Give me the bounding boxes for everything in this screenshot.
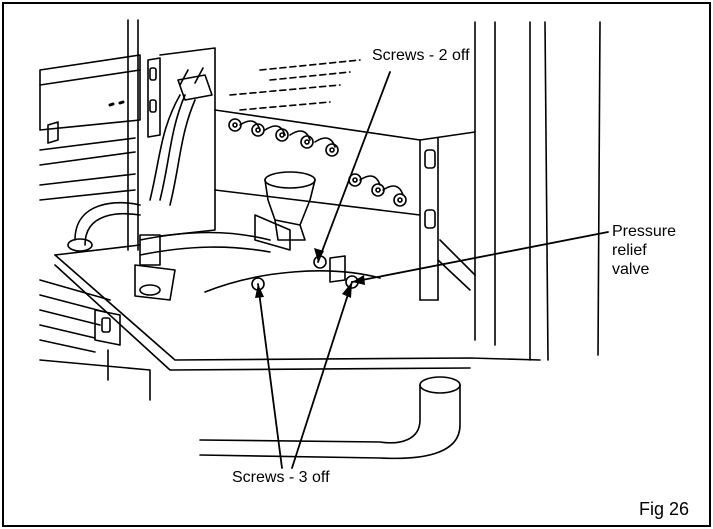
base-plate [54,244,541,371]
label-line: valve [612,261,650,278]
leader-lines [257,71,609,469]
cabinet-outline [39,54,361,201]
label-line: Pressure [612,223,677,240]
condensate-trap [199,376,461,460]
label-line: relief [612,242,647,259]
burner-nozzle-row [228,118,407,207]
vertical-bracket [127,19,216,251]
label-pressure-relief-valve: Pressure relief valve [612,222,676,279]
gas-valve [254,171,316,251]
boiler-casing [214,21,601,361]
heat-exchanger [39,279,151,401]
left-pipework [67,67,271,301]
label-screws-3-off: Screws - 3 off [232,469,330,486]
arrowheads [255,248,365,298]
figure-number: Fig 26 [639,499,690,519]
label-screws-2-off: Screws - 2 off [372,47,470,64]
